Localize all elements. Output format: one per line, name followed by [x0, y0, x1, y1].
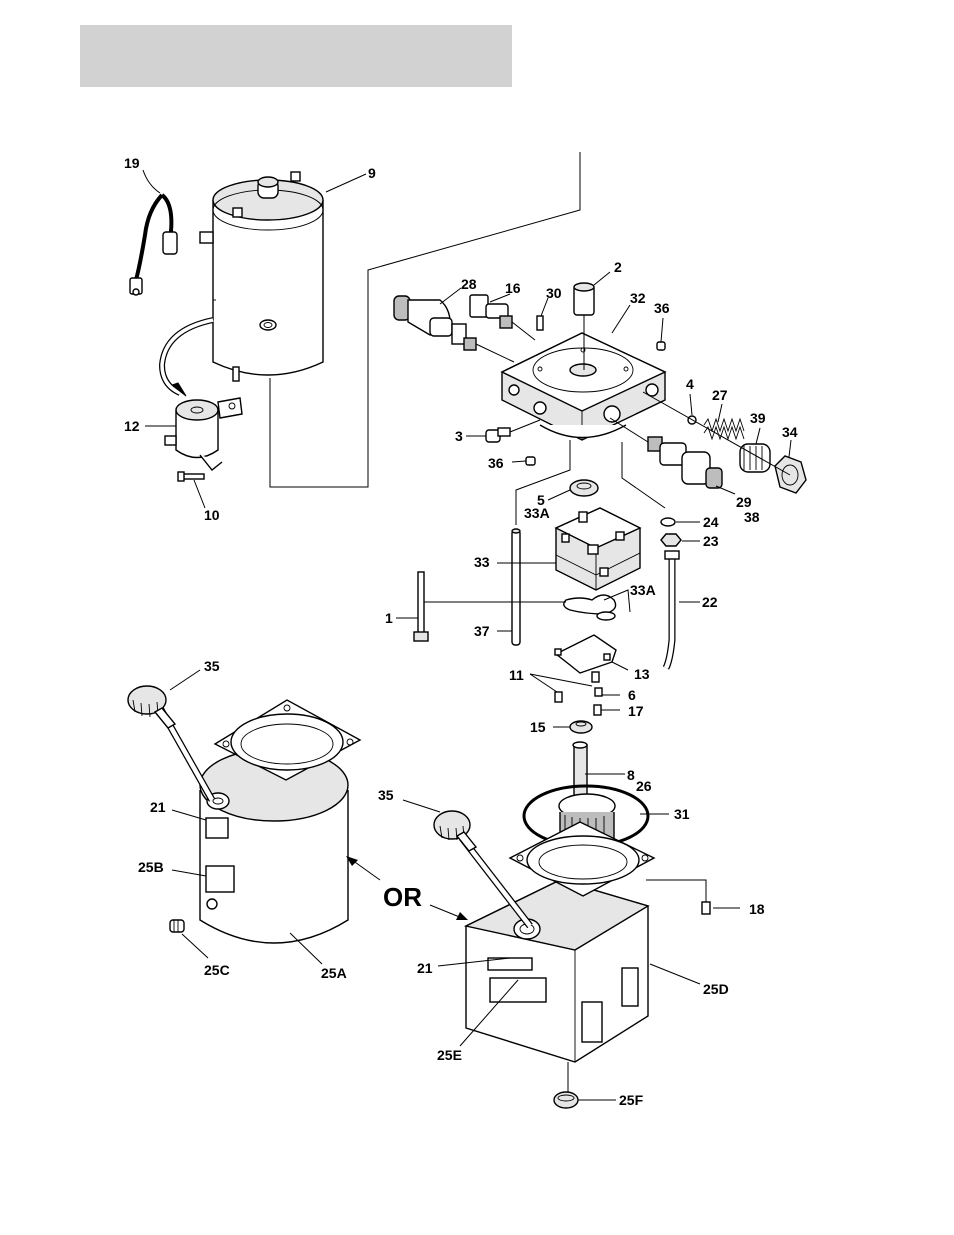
callout-17: 17 [628, 703, 644, 719]
callout-23: 23 [703, 533, 719, 549]
callout-24: 24 [703, 514, 719, 530]
cap-34-part [775, 456, 806, 493]
callout-1: 1 [385, 610, 393, 626]
cap-25F-part [554, 1092, 578, 1108]
callout-32: 32 [630, 290, 646, 306]
square-reservoir-part [466, 822, 654, 1062]
callout-38: 38 [744, 509, 760, 525]
callout-25F: 25F [619, 1092, 644, 1108]
callout-15: 15 [530, 719, 546, 735]
callout-22: 22 [702, 594, 718, 610]
dipstick-35a-part [128, 686, 212, 800]
callout-37: 37 [474, 623, 490, 639]
callout-25E: 25E [437, 1047, 462, 1063]
plug-3-part [486, 428, 510, 442]
solenoid-part [165, 398, 242, 481]
callout-35-left: 35 [204, 658, 220, 674]
callout-16: 16 [505, 280, 521, 296]
callout-18: 18 [749, 901, 765, 917]
callout-25C: 25C [204, 962, 230, 978]
callout-11: 11 [509, 667, 524, 683]
cartridge-16-part [470, 295, 535, 340]
callout-3: 3 [455, 428, 463, 444]
callout-35-right: 35 [378, 787, 394, 803]
callout-36-bottom: 36 [488, 455, 504, 471]
cartridge-29-part [610, 418, 722, 488]
callout-25B: 25B [138, 859, 164, 875]
callout-29: 29 [736, 494, 752, 510]
callout-12: 12 [124, 418, 140, 434]
motor-part [200, 172, 323, 381]
callout-25D: 25D [703, 981, 729, 997]
callout-10: 10 [204, 507, 220, 523]
dipstick-35b-part [434, 811, 530, 926]
plate-13-part [555, 635, 616, 673]
callout-25A: 25A [321, 965, 347, 981]
callout-19: 19 [124, 155, 140, 171]
callout-4: 4 [686, 376, 694, 392]
pump-body-33-part [556, 508, 640, 590]
callout-27: 27 [712, 387, 728, 403]
spring-27-part [704, 419, 744, 439]
callout-26: 26 [636, 778, 652, 794]
callout-30: 30 [546, 285, 562, 301]
callout-36-top: 36 [654, 300, 670, 316]
callout-39: 39 [750, 410, 766, 426]
callout-21-right: 21 [417, 960, 433, 976]
callout-33A-top: 33A [524, 505, 550, 521]
callout-13: 13 [634, 666, 650, 682]
callout-34: 34 [782, 424, 798, 440]
callout-33: 33 [474, 554, 490, 570]
fitting-25C-part [170, 920, 184, 932]
callout-33A-side: 33A [630, 582, 656, 598]
callout-2: 2 [614, 259, 622, 275]
or-label: OR [383, 882, 422, 912]
callout-28: 28 [461, 276, 477, 292]
cable-part [130, 195, 177, 295]
callout-8: 8 [627, 767, 635, 783]
spring-39-part [740, 444, 770, 472]
callout-6: 6 [628, 687, 636, 703]
callout-21-left: 21 [150, 799, 166, 815]
round-reservoir-part [200, 700, 360, 943]
callout-31: 31 [674, 806, 690, 822]
callout-9: 9 [368, 165, 376, 181]
